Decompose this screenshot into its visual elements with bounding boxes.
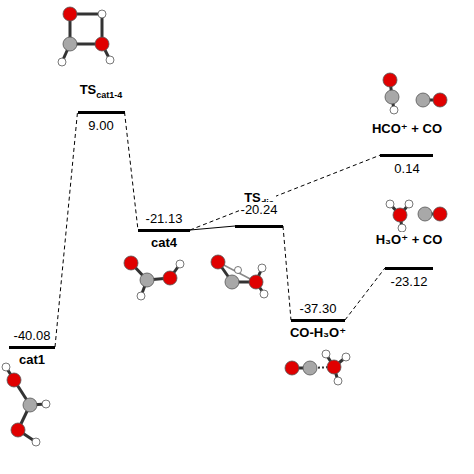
species-name: cat1 [17, 352, 47, 367]
energy-value: 0.14 [392, 161, 421, 176]
atom-ball [342, 353, 350, 361]
energy-value: -20.24 [239, 202, 280, 217]
atom-ball [23, 398, 37, 412]
species-name: TScat1-4 [78, 82, 125, 97]
atom-ball [249, 275, 263, 289]
atom-ball [95, 37, 109, 51]
atom-ball [11, 423, 25, 437]
atom-ball [416, 93, 430, 107]
atom-ball [385, 90, 399, 104]
species-name: CO-H₃O⁺ [288, 325, 348, 340]
atom-ball [322, 350, 330, 358]
atom-ball [235, 267, 242, 274]
atom-ball [433, 207, 447, 221]
atom-ball [63, 7, 77, 21]
atom-ball [106, 56, 114, 64]
atom-ball [137, 292, 145, 300]
reaction-path-line [125, 112, 139, 230]
atom-ball [2, 363, 10, 371]
atom-ball [334, 377, 342, 385]
atom-ball [32, 438, 40, 446]
atom-ball [433, 93, 447, 107]
atom-ball [327, 360, 341, 374]
atom-ball [260, 290, 268, 298]
energy-level-bar [78, 111, 125, 114]
energy-level: -37.30CO-H₃O⁺ [288, 301, 348, 340]
energy-level: -21.13 cat4 [138, 211, 190, 250]
energy-level-bar [380, 154, 433, 157]
atom-ball [405, 200, 413, 208]
atom-ball [390, 106, 398, 114]
energy-level: -40.08 cat1 [9, 328, 55, 367]
energy-level-bar [235, 225, 283, 228]
reaction-path-line [190, 155, 380, 230]
species-name: H₃O⁺ + CO [374, 232, 445, 247]
atom-ball [140, 273, 154, 287]
atom-ball [124, 256, 138, 270]
atom-ball [258, 264, 266, 272]
atom-ball [163, 271, 177, 285]
energy-level-bar [9, 346, 55, 349]
energy-level-bar [138, 229, 190, 232]
atom-ball [42, 400, 50, 408]
energy-level: HCO⁺ + CO 0.14 [370, 121, 444, 176]
energy-level: TSdis-20.24 [235, 190, 283, 228]
species-name: cat4 [149, 235, 179, 250]
atom-ball [176, 260, 184, 268]
energy-value: -23.12 [389, 274, 430, 289]
reaction-path-line [345, 268, 385, 320]
energy-value: -40.08 [12, 328, 53, 343]
atom-ball [63, 37, 77, 51]
energy-level: H₃O⁺ + CO -23.12 [374, 232, 445, 289]
energy-level: TScat1-4 9.00 [78, 82, 125, 133]
atom-ball [211, 255, 225, 269]
energy-value: 9.00 [86, 118, 115, 133]
atom-ball [418, 207, 432, 221]
atom-ball [386, 200, 394, 208]
energy-value: -21.13 [144, 211, 185, 226]
reaction-path-line [55, 112, 78, 347]
molecule-group [6, 14, 440, 442]
energy-level-bar [385, 267, 433, 270]
atom-ball [7, 373, 21, 387]
molecule-group [2, 7, 447, 446]
atom-ball [383, 73, 397, 87]
reaction-path-line [283, 226, 291, 320]
reaction-path-line [190, 226, 235, 230]
atom-ball [98, 10, 106, 18]
energy-level-bar [291, 319, 345, 322]
atom-ball [225, 275, 239, 289]
species-name: HCO⁺ + CO [370, 121, 444, 136]
atom-ball [393, 208, 407, 222]
atom-ball [285, 361, 299, 375]
atom-ball [303, 361, 317, 375]
atom-ball [58, 58, 66, 66]
energy-value: -37.30 [298, 301, 339, 316]
